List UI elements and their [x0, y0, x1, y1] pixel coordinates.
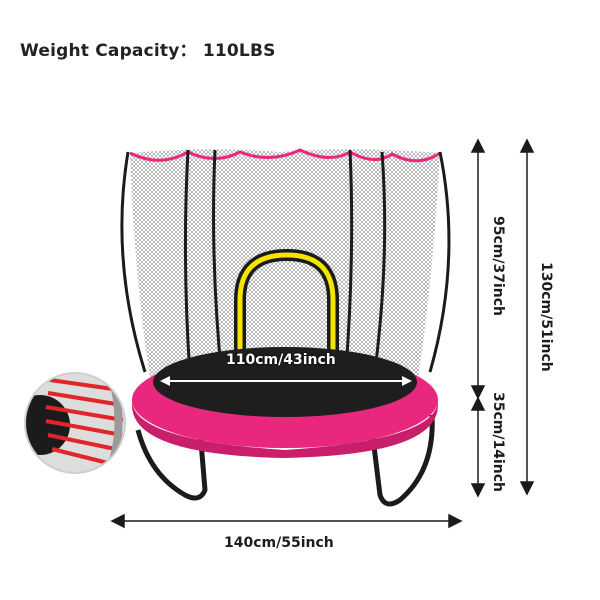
weight-capacity-label: Weight Capacity： 110LBS [20, 41, 276, 61]
leg-height-label: 35cm/14inch [490, 392, 506, 492]
mat-diameter-label: 110cm/43inch [226, 352, 336, 368]
total-height-label: 130cm/51inch [538, 262, 554, 372]
outer-diameter-label: 140cm/55inch [224, 535, 334, 551]
trampoline-legs [135, 414, 435, 507]
spring-detail-icon [25, 373, 125, 473]
dimension-arrows [110, 138, 535, 529]
enclosure-net [130, 149, 440, 378]
net-height-label: 95cm/37inch [490, 216, 506, 316]
